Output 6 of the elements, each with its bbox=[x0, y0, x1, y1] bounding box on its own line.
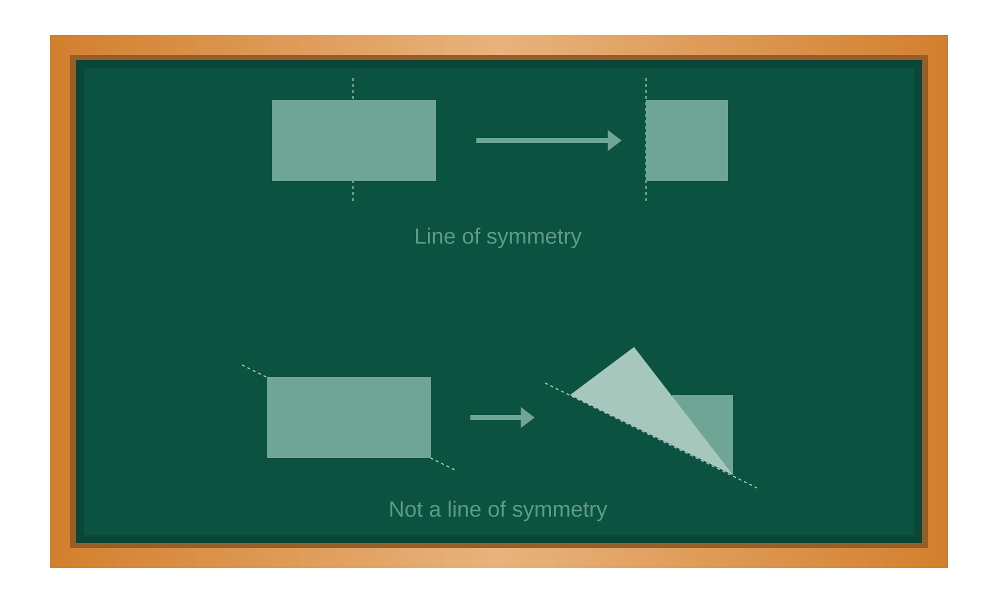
rectangle-shape bbox=[646, 100, 728, 181]
rectangle-shape bbox=[267, 377, 431, 458]
rectangle-shape bbox=[272, 100, 436, 181]
folded-paper-shape bbox=[570, 347, 733, 475]
caption-text: Not a line of symmetry bbox=[390, 500, 608, 522]
caption-text: Line of symmetry bbox=[416, 228, 582, 248]
